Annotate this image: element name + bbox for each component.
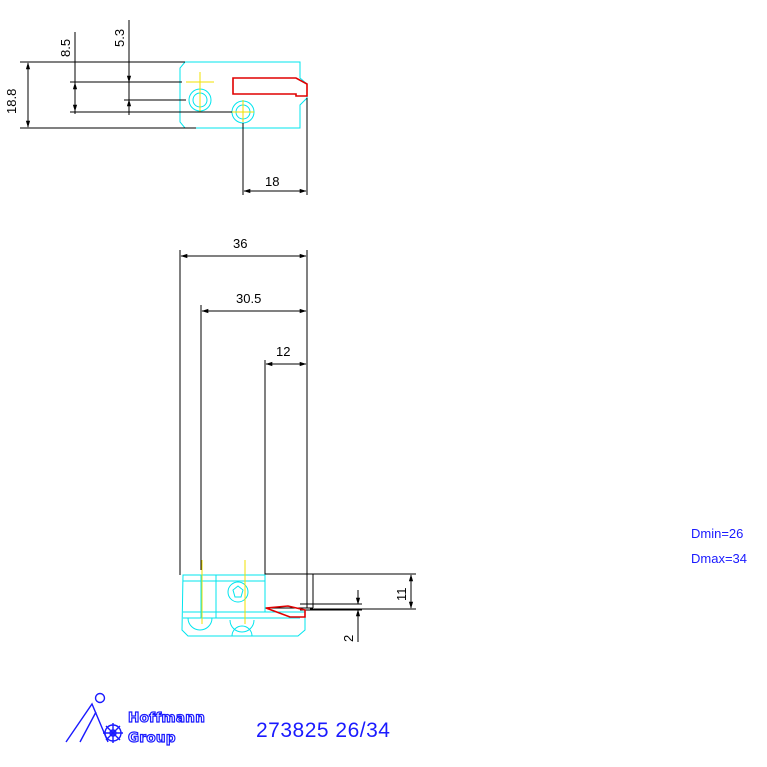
dim-top-8-5: 8.5 — [58, 39, 73, 57]
brand-line-1: Hoffmann — [128, 710, 205, 726]
dim-front-2: 2 — [341, 635, 356, 642]
top-view-dimension-lines — [25, 62, 307, 194]
hoffmann-group-logo-icon: Hoffmann Group — [65, 692, 205, 747]
dim-front-12: 12 — [276, 344, 290, 359]
front-view-insert — [265, 605, 306, 618]
dim-front-11: 11 — [394, 588, 409, 602]
dmax-note: Dmax=34 — [691, 551, 747, 566]
dim-front-36: 36 — [233, 236, 247, 251]
dim-top-18-8: 18.8 — [4, 89, 19, 114]
top-view: 8.5 5.3 18.8 18 — [4, 20, 308, 195]
front-view: 36 30.5 12 11 2 — [179, 236, 416, 642]
top-view-centerlines — [186, 72, 254, 122]
dim-top-18: 18 — [265, 174, 279, 189]
front-view-centerlines — [201, 560, 246, 624]
front-view-extension-lines — [179, 250, 416, 611]
front-view-dimension-lines — [180, 253, 414, 642]
top-view-insert — [232, 77, 308, 97]
brand-line-2: Group — [128, 730, 176, 746]
top-view-extension-lines — [20, 20, 308, 195]
dmin-note: Dmin=26 — [691, 526, 744, 541]
part-number: 273825 26/34 — [256, 719, 391, 742]
dim-front-30-5: 30.5 — [236, 291, 261, 306]
dim-top-5-3: 5.3 — [112, 29, 127, 47]
